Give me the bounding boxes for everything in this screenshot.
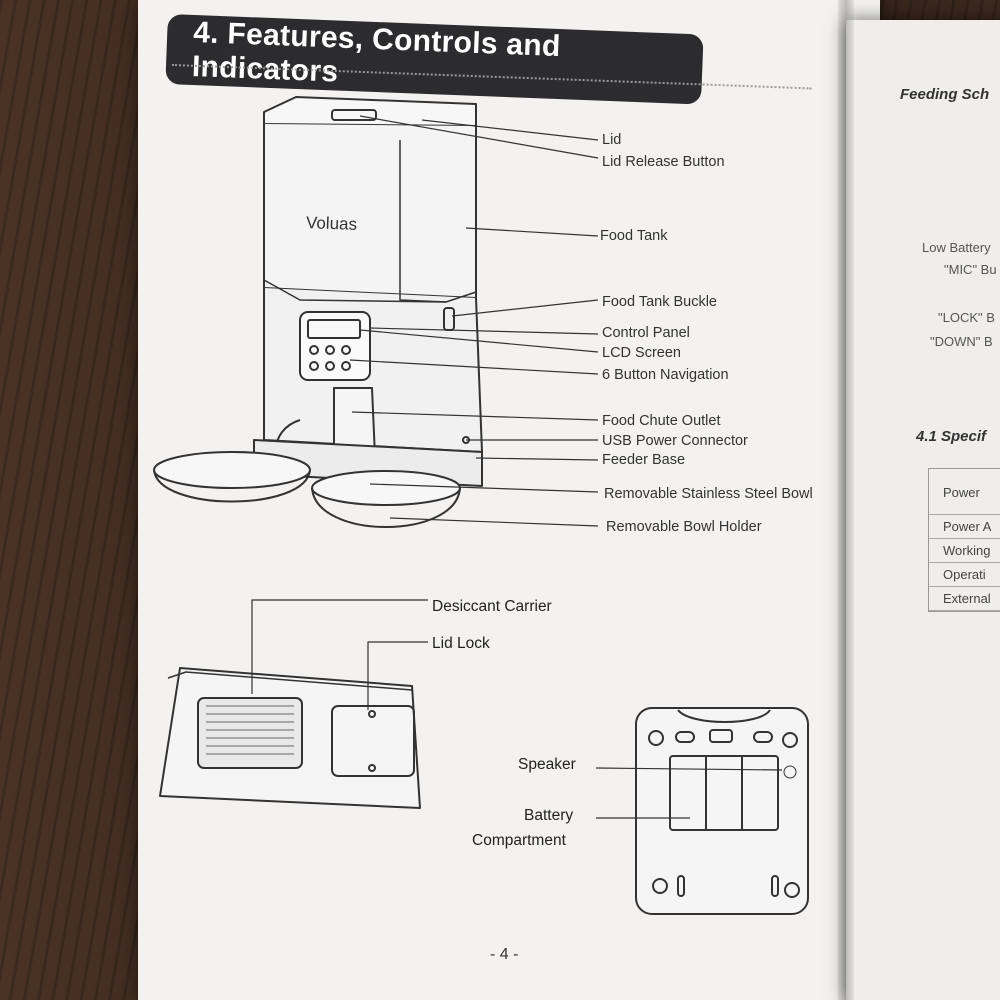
spec-row: Power (929, 469, 1000, 515)
label-control-panel: Control Panel (602, 325, 690, 341)
label-desiccant-carrier: Desiccant Carrier (432, 598, 552, 615)
spec-row: Working (929, 539, 1000, 563)
spec-table: Power Power A Working Operati External (928, 468, 1000, 612)
label-food-tank-buckle: Food Tank Buckle (602, 294, 717, 310)
spec-row: Operati (929, 563, 1000, 587)
label-food-chute-outlet: Food Chute Outlet (602, 413, 721, 429)
label-food-tank: Food Tank (600, 228, 668, 244)
manual-right-page (846, 20, 1000, 1000)
spec-section-title: 4.1 Specif (916, 428, 987, 445)
label-speaker: Speaker (518, 756, 576, 773)
label-bowl-holder: Removable Bowl Holder (606, 519, 762, 535)
label-feeder-base: Feeder Base (602, 452, 686, 468)
spec-row: Power A (929, 515, 1000, 539)
label-lcd-screen: LCD Screen (602, 345, 681, 361)
label-battery: Battery (524, 807, 574, 824)
right-item-4: "DOWN" B (930, 334, 993, 349)
spec-row: External (929, 587, 1000, 611)
right-item-2: "MIC" Bu (944, 262, 997, 277)
right-item-1: Low Battery (922, 240, 991, 255)
right-page-title: Feeding Sch (900, 86, 990, 103)
right-item-3: "LOCK" B (938, 310, 995, 325)
label-lid: Lid (602, 132, 622, 148)
label-6-button-navigation: 6 Button Navigation (602, 367, 729, 383)
brand-logo-text: Voluas (305, 213, 358, 234)
label-lid-lock: Lid Lock (432, 635, 490, 652)
label-battery-compartment: Compartment (472, 832, 566, 849)
book-spine (838, 0, 854, 1000)
label-lid-release-button: Lid Release Button (602, 154, 725, 170)
page-number: - 4 - (490, 946, 519, 963)
label-stainless-steel-bowl: Removable Stainless Steel Bowl (604, 486, 813, 502)
label-usb-power-connector: USB Power Connector (602, 433, 748, 449)
